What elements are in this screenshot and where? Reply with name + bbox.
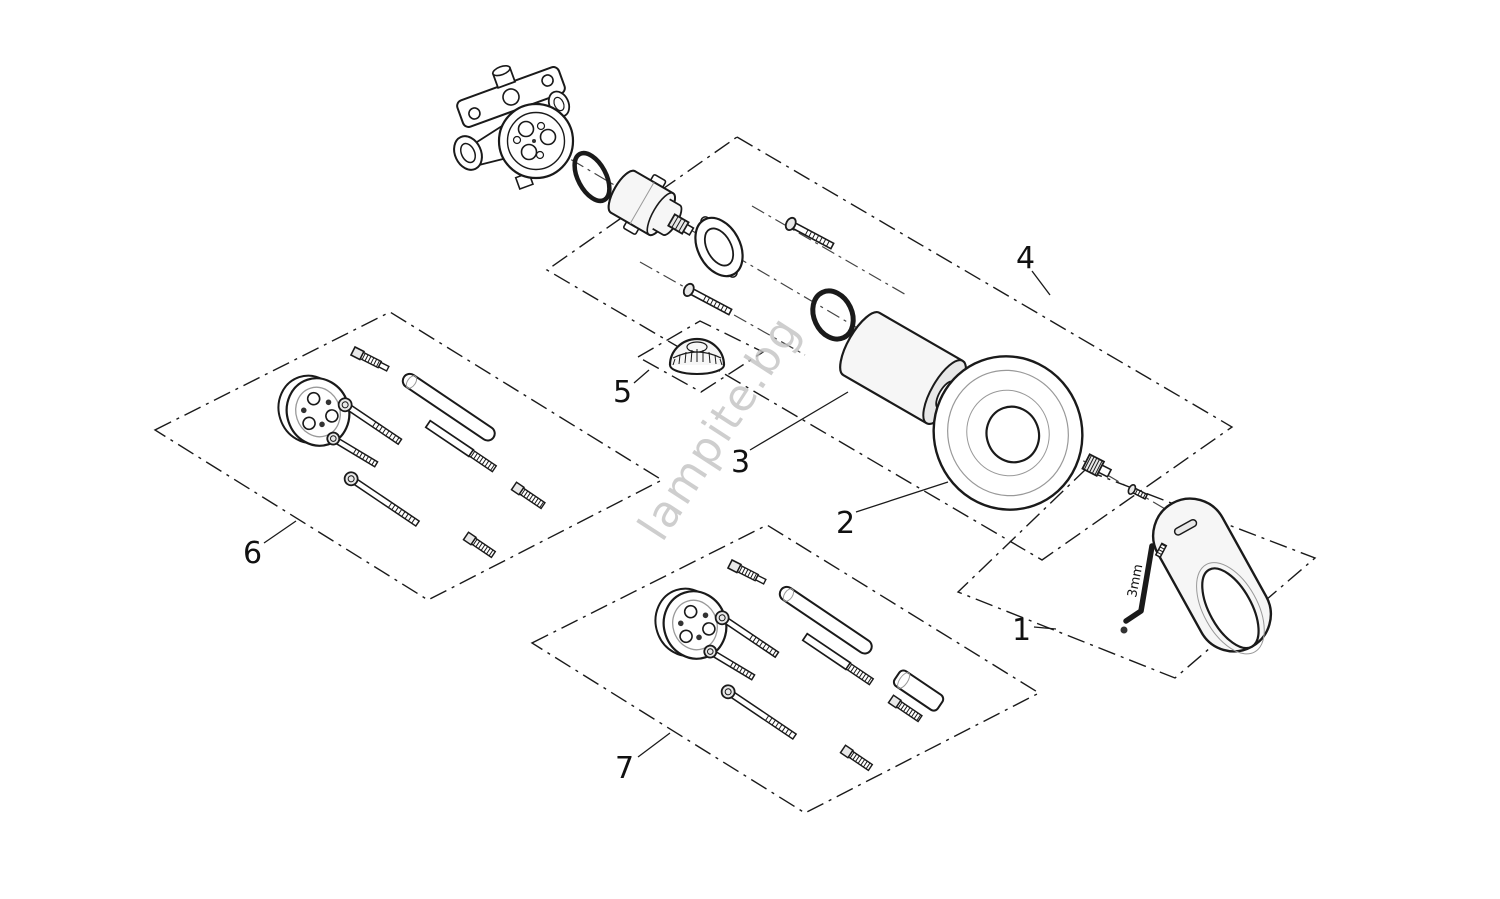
valve-screw-2: [512, 135, 522, 145]
hex-key-size-label: 3mm: [1125, 563, 1146, 599]
part-label-4: 4: [1016, 241, 1035, 276]
valve-port-3: [520, 143, 538, 161]
valve-port-1: [517, 120, 535, 138]
part-label-5: 5: [613, 375, 632, 410]
handle-part-1: [1151, 497, 1273, 655]
part-label-6: 6: [243, 536, 262, 571]
o-ring-small: [810, 288, 856, 342]
valve-inlet-tube: [453, 135, 483, 171]
valve-top-port-bore: [553, 96, 565, 112]
rough-in-valve-body: [453, 65, 575, 190]
part-label-2: 2: [836, 506, 855, 541]
boundary-group-5: [636, 320, 765, 393]
valve-center-dot: [532, 139, 536, 143]
set-screw: [1154, 542, 1168, 559]
part-label-7: 7: [615, 751, 634, 786]
valve-port-2: [539, 128, 557, 146]
boundary-group-1: [956, 469, 1317, 679]
boundary-group-4: [545, 136, 1234, 561]
extension-kit: [153, 311, 664, 601]
cap-part-5: [668, 337, 726, 375]
valve-screw-3: [535, 150, 545, 160]
mounting-screw-1: [682, 282, 733, 316]
handle-screw: [1127, 483, 1149, 500]
hex-key: [1123, 543, 1155, 624]
watermark: lampite.bg: [629, 307, 811, 550]
valve-screw-1: [536, 121, 546, 131]
o-ring-large: [572, 150, 612, 204]
part-label-3: 3: [731, 445, 750, 480]
knurled-nut: [1081, 453, 1113, 478]
spacer-sleeve-7: [892, 669, 945, 712]
mounting-bracket: [456, 65, 566, 128]
escutcheon-part-2: [932, 355, 1084, 511]
cartridge: [607, 169, 695, 237]
leader-lines: [263, 270, 1057, 758]
mounting-screw-2: [784, 216, 835, 250]
screw-ball-end: [1120, 626, 1128, 634]
part-label-1: 1: [1012, 613, 1031, 648]
extension-kit-7: [530, 523, 1041, 815]
carrier-ring: [694, 216, 744, 278]
